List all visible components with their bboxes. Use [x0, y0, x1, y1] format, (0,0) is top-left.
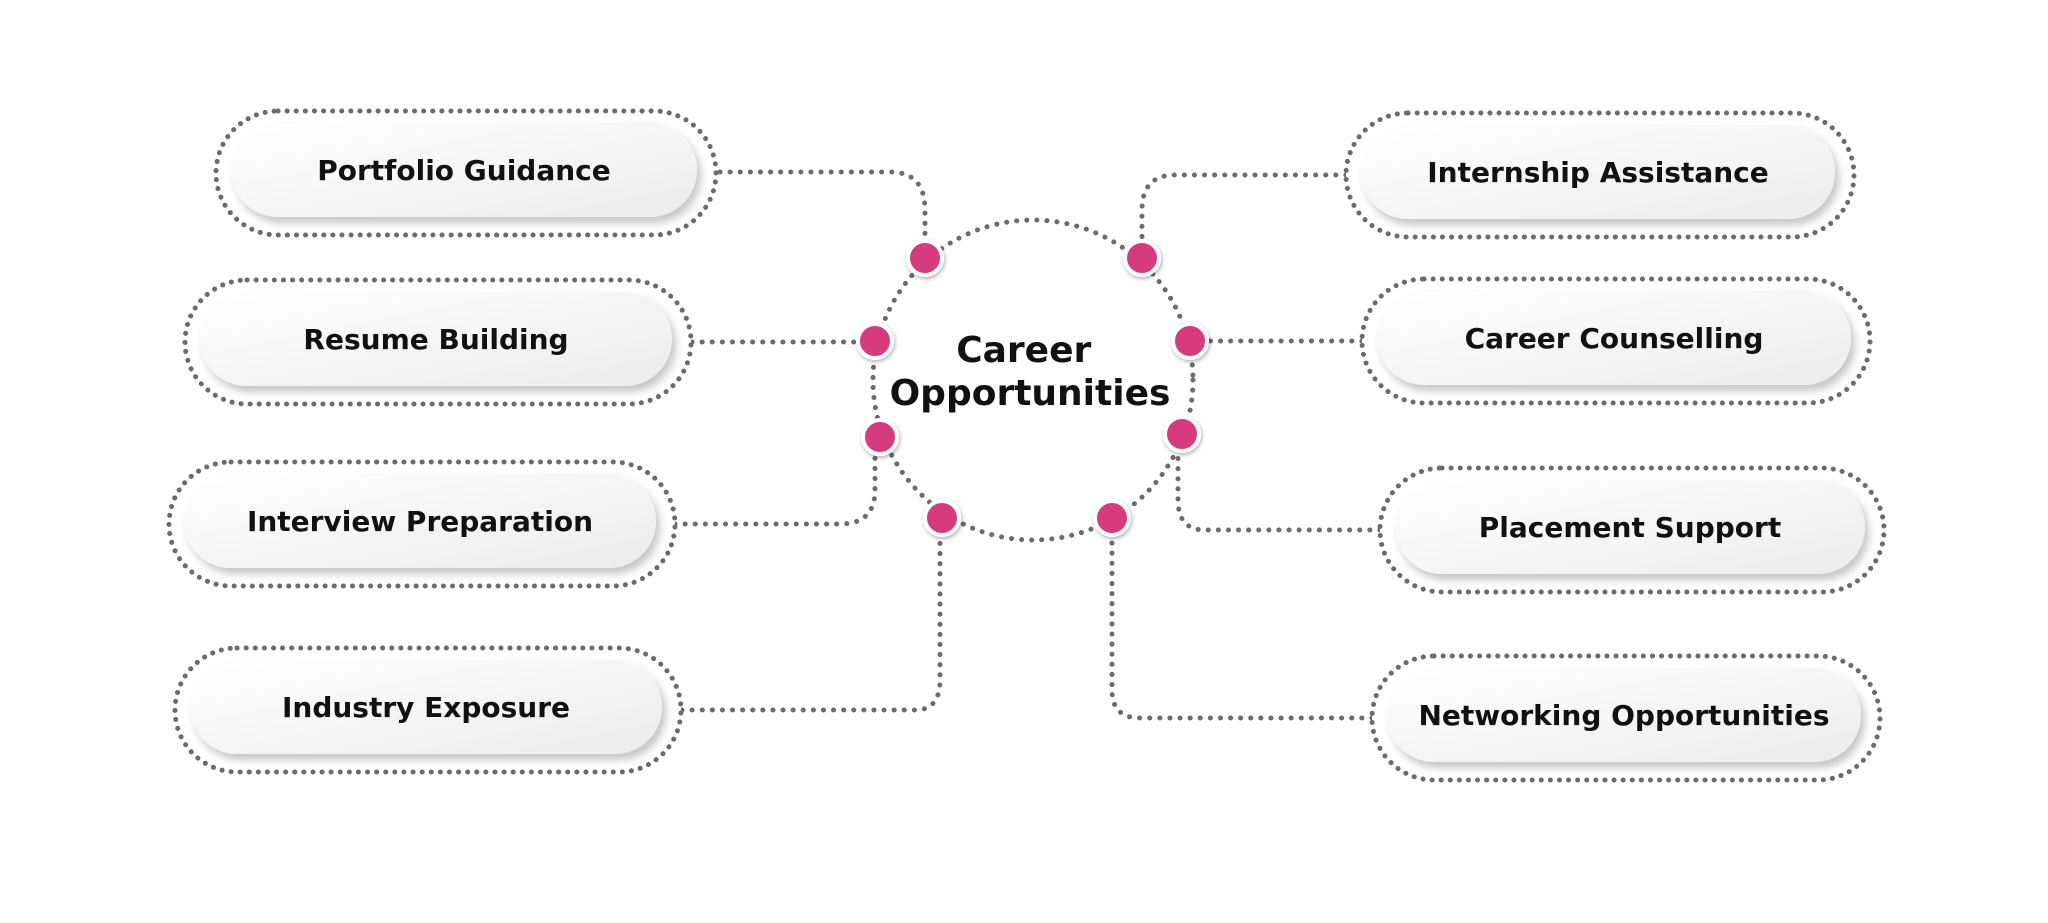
connector-dot-1: [906, 239, 944, 277]
connector-internship-assistance: [1139, 172, 1349, 261]
pill-career-counselling: Career Counselling: [1359, 276, 1873, 406]
center-title-line1: Career: [956, 330, 1091, 371]
pill-internship-assistance: Internship Assistance: [1343, 110, 1857, 240]
connector-dot-4: [923, 499, 961, 537]
pill-label: Placement Support: [1479, 511, 1781, 544]
connector-interview-preparation: [672, 435, 878, 527]
connector-networking-opportunities: [1109, 515, 1375, 721]
pill-portfolio-guidance: Portfolio Guidance: [213, 108, 719, 238]
connector-portfolio-guidance: [717, 169, 928, 261]
center-title-line2: Opportunities: [890, 373, 1171, 414]
pill-placement-support: Placement Support: [1377, 465, 1887, 595]
connector-dot-7: [1163, 415, 1201, 453]
pill-label: Industry Exposure: [282, 691, 570, 724]
pill-label: Interview Preparation: [247, 505, 593, 538]
connector-dot-2: [856, 322, 894, 360]
pill-body: [1377, 291, 1851, 385]
pill-body: [231, 123, 697, 217]
pill-body: [1361, 125, 1835, 219]
pill-interview-preparation: Interview Preparation: [166, 459, 678, 589]
connector-lines: [672, 169, 1383, 721]
connector-dot-8: [1093, 499, 1131, 537]
center-title: Career Opportunities: [890, 330, 1171, 414]
pill-body: [184, 474, 656, 568]
pill-body: [1387, 668, 1861, 762]
pill-body: [190, 660, 662, 754]
pill-label: Resume Building: [303, 323, 568, 356]
pill-industry-exposure: Industry Exposure: [172, 645, 684, 775]
pill-label: Internship Assistance: [1427, 156, 1769, 189]
connector-dot-5: [1123, 239, 1161, 277]
pill-label: Networking Opportunities: [1418, 699, 1829, 732]
connector-dot-6: [1171, 322, 1209, 360]
pill-label: Portfolio Guidance: [317, 154, 611, 187]
connector-placement-support: [1175, 431, 1383, 533]
connector-industry-exposure: [679, 515, 943, 713]
connector-dot-3: [861, 418, 899, 456]
center-ring: [870, 217, 1196, 543]
pill-resume-building: Resume Building: [182, 277, 694, 407]
pill-label: Career Counselling: [1465, 322, 1764, 355]
pill-networking-opportunities: Networking Opportunities: [1369, 653, 1883, 783]
pill-body: [1395, 480, 1865, 574]
connector-dots: [856, 239, 1209, 537]
pill-body: [200, 292, 672, 386]
